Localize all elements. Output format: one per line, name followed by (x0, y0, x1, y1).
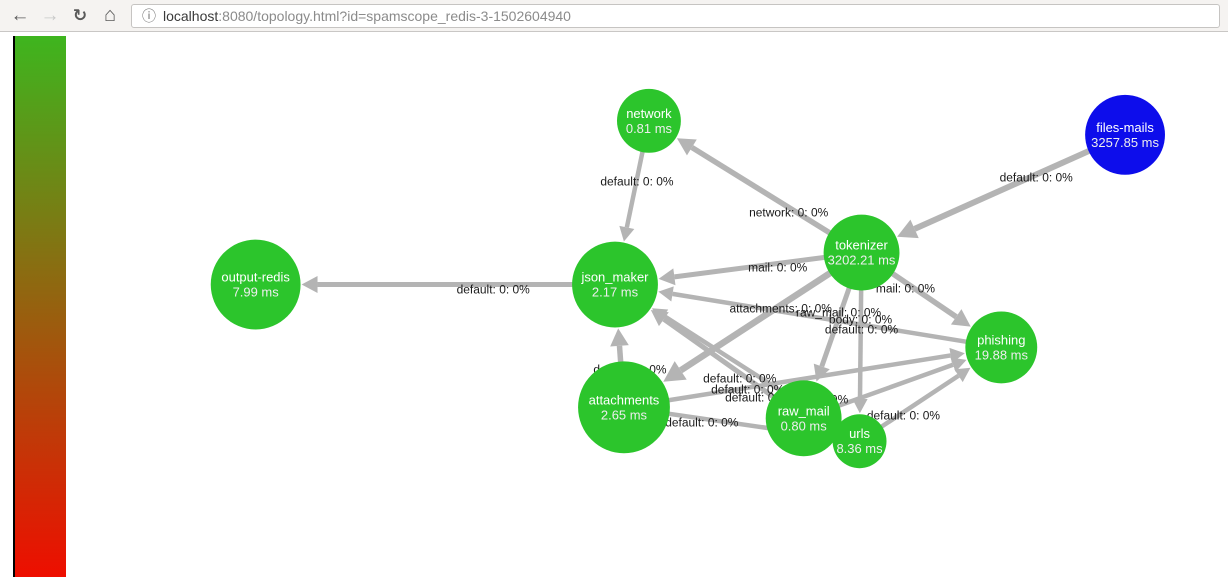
node-latency-output-redis: 7.99 ms (233, 285, 280, 300)
node-latency-urls: 8.36 ms (836, 441, 883, 456)
node-circle-output-redis[interactable] (210, 239, 301, 330)
edge-label-tokenizer-to-urls: body: 0: 0% (829, 312, 893, 326)
edge-label-tokenizer-to-phishing: mail: 0: 0% (876, 282, 936, 296)
arrowhead-phishing-to-json_maker (658, 286, 674, 302)
arrowhead-urls-to-phishing (954, 367, 971, 383)
arrowhead-tokenizer-to-network (676, 138, 697, 156)
arrowhead-attachments-to-json_maker (610, 328, 629, 347)
edge-label-attachments-to-phishing: default: 0: 0% (711, 382, 785, 396)
address-bar[interactable]: ⓘ localhost:8080/topology.html?id=spamsc… (131, 3, 1220, 28)
edge-label-network-to-json_maker: default: 0: 0% (600, 175, 674, 189)
url-text[interactable]: localhost:8080/topology.html?id=spamscop… (163, 8, 571, 24)
node-name-json_maker: json_maker (580, 270, 649, 285)
node-name-files-mails: files-mails (1096, 120, 1154, 135)
edge-label-phishing-to-json_maker: default: 0: 0% (825, 322, 899, 336)
edge-label-tokenizer-to-raw_mail: raw_mail: 0: 0% (796, 305, 882, 319)
topology-graph-canvas[interactable]: default: 0: 0% network: 0: 0% default: 0: … (0, 32, 1228, 577)
edge-label-tokenizer-to-network: network: 0: 0% (749, 206, 829, 220)
arrowhead-json_maker-to-output-redis (301, 276, 318, 294)
forward-icon: → (40, 4, 60, 26)
edge-label-raw_mail-to-json_maker: default: 0: 0% (703, 371, 777, 385)
node-circle-network[interactable] (616, 88, 681, 153)
node-circle-tokenizer[interactable] (823, 214, 900, 291)
node-circle-json_maker[interactable] (572, 241, 658, 328)
home-glyph: ⌂ (103, 4, 117, 26)
browser-toolbar: ← → ↻ ⌂ ⓘ localhost:8080/topology.html?i… (0, 0, 1228, 32)
edge-label-urls-to-phishing: default: 0: 0% (867, 408, 941, 422)
edge-attachments-to-phishing (623, 353, 951, 410)
arrowhead-tokenizer-to-attachments (663, 361, 687, 382)
node-name-output-redis: output-redis (221, 270, 290, 285)
arrowhead-tokenizer-to-phishing (950, 309, 971, 327)
node-circle-raw_mail[interactable] (765, 380, 842, 457)
edge-label-json_maker-to-output-redis: default: 0: 0% (457, 283, 531, 297)
latency-gradient-legend (13, 36, 66, 577)
node-latency-attachments: 2.65 ms (601, 407, 648, 422)
arrowhead-network-to-json_maker (619, 225, 635, 242)
node-latency-tokenizer: 3202.21 ms (828, 253, 896, 268)
home-icon[interactable]: ⌂ (96, 2, 124, 30)
edge-label-tokenizer-to-attachments: attachments: 0: 0% (729, 301, 832, 315)
node-circle-phishing[interactable] (965, 311, 1038, 384)
arrowhead-tokenizer-to-urls (852, 398, 868, 414)
edge-label-files-mails-to-tokenizer: default: 0: 0% (1000, 171, 1074, 185)
url-host: localhost (163, 7, 219, 24)
node-circle-files-mails[interactable] (1085, 94, 1165, 175)
node-name-raw_mail: raw_mail (778, 403, 830, 418)
reload-glyph: ↻ (72, 5, 88, 25)
arrowhead-tokenizer-to-json_maker (658, 268, 676, 286)
node-name-phishing: phishing (977, 332, 1025, 347)
reload-icon[interactable]: ↻ (66, 2, 94, 30)
page-info-icon[interactable]: ⓘ (142, 7, 156, 24)
edge-phishing-to-json_maker (672, 291, 1002, 350)
arrowhead-urls-to-json_maker (651, 308, 669, 323)
node-latency-network: 0.81 ms (626, 121, 673, 136)
back-icon[interactable]: ← (10, 4, 30, 26)
node-name-tokenizer: tokenizer (835, 238, 888, 253)
node-name-network: network (626, 106, 672, 121)
arrowhead-files-mails-to-tokenizer (897, 219, 919, 239)
edge-labels-layer: default: 0: 0% network: 0: 0% default: 0: … (457, 171, 1074, 430)
url-path: :8080/topology.html?id=spamscope_redis-3… (218, 7, 571, 24)
edge-label-attachments-to-urls: default: 0: 0% (665, 415, 739, 429)
node-latency-json_maker: 2.17 ms (592, 285, 639, 300)
node-circle-attachments[interactable] (578, 361, 670, 454)
arrowhead-raw_mail-to-phishing (950, 357, 967, 372)
node-circle-urls[interactable] (832, 414, 887, 469)
node-name-attachments: attachments (589, 392, 660, 407)
node-latency-phishing: 19.88 ms (975, 347, 1029, 362)
topology-page: default: 0: 0% network: 0: 0% default: 0: … (0, 32, 1228, 577)
edge-label-tokenizer-to-json_maker: mail: 0: 0% (748, 261, 808, 275)
node-latency-raw_mail: 0.80 ms (781, 418, 828, 433)
node-latency-files-mails: 3257.85 ms (1091, 135, 1159, 150)
node-name-urls: urls (849, 426, 870, 441)
